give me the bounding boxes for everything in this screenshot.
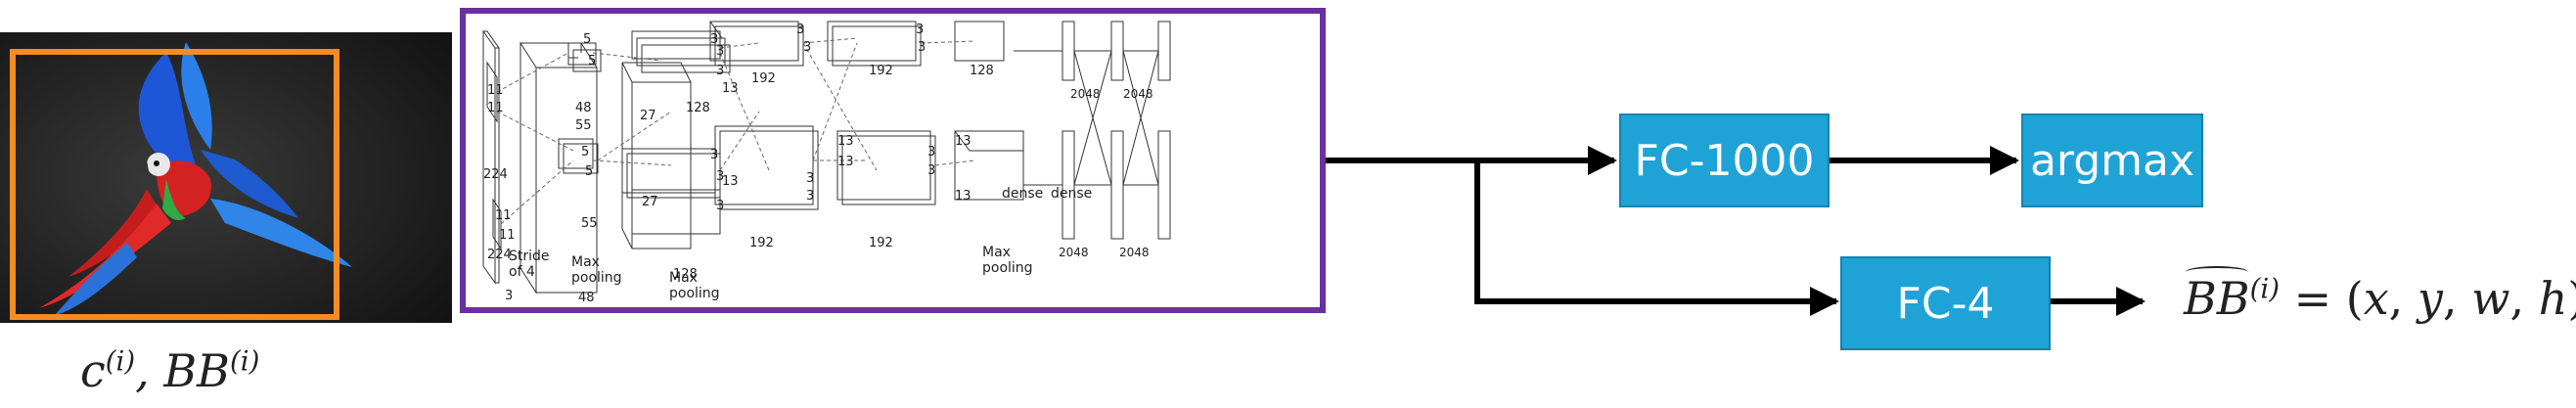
- label-3a: 3: [710, 32, 718, 47]
- output-y: y: [2417, 272, 2443, 325]
- label-3e: 3: [716, 169, 724, 184]
- output-comma-1: ,: [2388, 272, 2418, 325]
- label-5b: 5: [588, 54, 596, 68]
- label-3l: 3: [918, 40, 926, 55]
- label-192a: 192: [751, 71, 776, 86]
- label-128c: 128: [970, 64, 994, 78]
- label-128a: 128: [686, 101, 710, 115]
- argmax-box: argmax: [2021, 113, 2203, 207]
- label-11c: 11: [495, 208, 512, 223]
- fc-4-box: FC-4: [1840, 256, 2051, 350]
- fc-1000-label: FC-1000: [1634, 135, 1815, 186]
- label-2048d: 2048: [1119, 246, 1150, 259]
- bounding-box: [10, 49, 339, 320]
- parrot-figure: [39, 42, 352, 316]
- output-h: h: [2538, 272, 2568, 325]
- fc-1000-box: FC-1000: [1619, 113, 1830, 207]
- output-comma-2: ,: [2442, 272, 2472, 325]
- class-index: (i): [105, 344, 136, 378]
- label-5d: 5: [585, 164, 593, 179]
- label-13f: 13: [955, 189, 972, 204]
- label-separator: ,: [135, 344, 164, 397]
- label-5a: 5: [583, 32, 591, 47]
- label-192d: 192: [869, 236, 893, 250]
- label-dense-1: dense: [1002, 186, 1043, 202]
- label-maxpool2-a: Max: [669, 270, 698, 286]
- label-3d: 3: [710, 148, 718, 162]
- label-11b: 11: [487, 101, 504, 115]
- label-3g: 3: [796, 23, 804, 37]
- label-55a: 55: [575, 118, 592, 133]
- output-equals: = (: [2279, 272, 2364, 325]
- label-48a: 48: [575, 101, 592, 115]
- output-index: (i): [2249, 272, 2280, 305]
- bbox-symbol: BB: [163, 344, 230, 397]
- label-maxpool2-b: pooling: [669, 286, 720, 301]
- label-192b: 192: [749, 236, 774, 250]
- bbox-hat-symbol: BB: [2184, 266, 2250, 325]
- label-3j: 3: [806, 189, 814, 204]
- bbox-index: (i): [229, 344, 260, 378]
- label-maxpool3-a: Max: [982, 245, 1011, 260]
- output-close-paren: ): [2567, 272, 2576, 325]
- label-13c: 13: [837, 134, 854, 149]
- label-3n: 3: [927, 163, 935, 178]
- label-3m: 3: [927, 145, 935, 159]
- label-2048b: 2048: [1123, 87, 1153, 101]
- label-55b: 55: [581, 216, 598, 231]
- argmax-label: argmax: [2029, 135, 2195, 186]
- label-3h: 3: [803, 40, 811, 55]
- label-128b: 128: [673, 267, 698, 282]
- label-3c: 3: [716, 64, 724, 78]
- label-13d: 13: [837, 155, 854, 169]
- label-11a: 11: [487, 83, 504, 98]
- label-27b: 27: [642, 195, 658, 209]
- output-w: w: [2471, 272, 2510, 325]
- label-27a: 27: [640, 109, 656, 123]
- label-dense-2: dense: [1051, 186, 1092, 202]
- branch-to-fc4: [1474, 160, 1839, 316]
- label-3k: 3: [916, 23, 924, 37]
- label-3: 3: [505, 289, 513, 303]
- label-3f: 3: [716, 199, 724, 213]
- label-13a: 13: [722, 81, 739, 96]
- label-192c: 192: [869, 64, 893, 78]
- output-label: BB(i) = (x, y, w, h): [2184, 266, 2576, 325]
- label-13b: 13: [722, 174, 739, 189]
- label-2048c: 2048: [1059, 246, 1089, 259]
- label-224a: 224: [483, 167, 508, 182]
- label-13e: 13: [955, 134, 972, 149]
- input-label: c(i), BB(i): [80, 344, 259, 397]
- output-x: x: [2363, 272, 2389, 325]
- label-stride: Stride: [509, 249, 550, 264]
- label-maxpool3-b: pooling: [982, 260, 1033, 276]
- label-maxpool1-b: pooling: [571, 270, 622, 286]
- label-3b: 3: [716, 44, 724, 59]
- label-of4: of 4: [509, 264, 535, 280]
- label-3i: 3: [806, 171, 814, 186]
- fc-4-label: FC-4: [1896, 278, 1995, 329]
- label-48b: 48: [578, 291, 595, 305]
- label-224b: 224: [487, 248, 512, 262]
- label-maxpool1-a: Max: [571, 254, 600, 270]
- cnn-architecture-box: 11 11 224 11 11 224 Stride of 4 3 55 48 …: [460, 8, 1326, 313]
- label-5c: 5: [581, 145, 589, 159]
- class-symbol: c: [80, 344, 106, 397]
- parrot-image: [0, 32, 452, 323]
- output-comma-3: ,: [2509, 272, 2539, 325]
- alexnet-diagram: 11 11 224 11 11 224 Stride of 4 3 55 48 …: [482, 21, 1171, 305]
- label-2048a: 2048: [1070, 87, 1101, 101]
- label-11d: 11: [499, 228, 516, 243]
- input-photo: [0, 32, 452, 323]
